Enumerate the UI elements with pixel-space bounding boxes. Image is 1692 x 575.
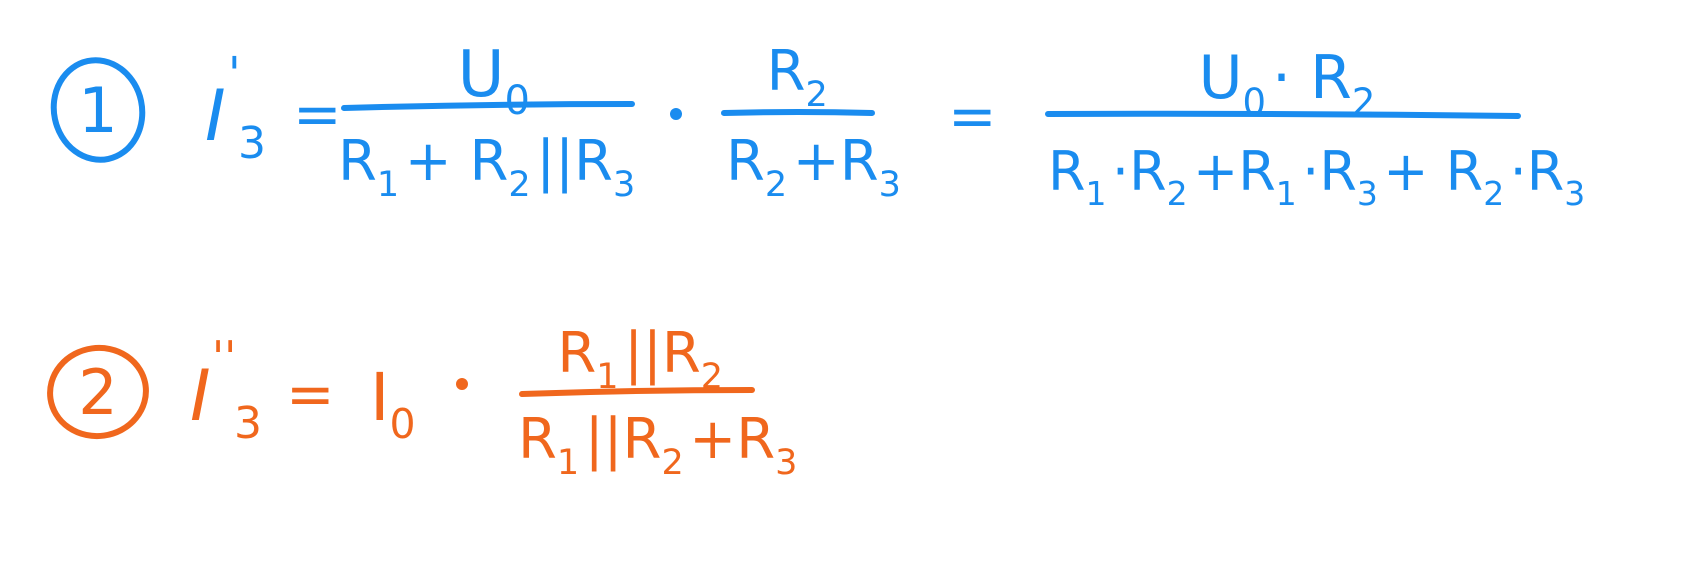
circle-number-2	[47, 344, 149, 440]
eq1-lhs-prime: '	[228, 47, 241, 101]
eq1-frac3-denominator: R1 ·R2 +R1 ·R3 + R2 ·R3	[1048, 140, 1591, 213]
equation-1-number: 1	[78, 74, 117, 147]
circle-number-1	[50, 57, 146, 163]
eq1-lhs-sub: 3	[238, 118, 266, 169]
eq1-equals-2: =	[948, 82, 997, 150]
eq1-frac1-denominator: R1 + R2 ||R3	[338, 129, 641, 205]
eq1-frac2-bar	[721, 109, 875, 116]
eq1-frac1-bar	[341, 101, 635, 111]
eq1-frac3-bar	[1045, 110, 1521, 119]
eq2-equals: =	[286, 360, 335, 428]
eq1-frac1-numerator: U0	[458, 38, 537, 124]
eq1-lhs-symbol: I	[205, 75, 226, 157]
eq2-lhs-symbol: I	[190, 355, 211, 437]
eq1-equals: =	[293, 80, 342, 148]
eq1-multiply-dot	[670, 108, 682, 120]
eq2-frac-denominator: R1 ||R2 +R3	[518, 407, 803, 483]
eq2-lhs-sub: 3	[234, 398, 262, 449]
eq2-current-factor: I0	[370, 359, 422, 448]
eq2-frac-bar	[519, 387, 755, 397]
equation-2-number: 2	[78, 356, 117, 429]
eq2-lhs-prime: ''	[212, 332, 236, 383]
eq2-multiply-dot	[456, 378, 468, 390]
eq2-frac-numerator: R1 ||R2	[557, 321, 728, 397]
eq1-frac2-numerator: R2	[767, 39, 834, 115]
eq1-frac2-denominator: R2 +R3	[726, 129, 906, 205]
